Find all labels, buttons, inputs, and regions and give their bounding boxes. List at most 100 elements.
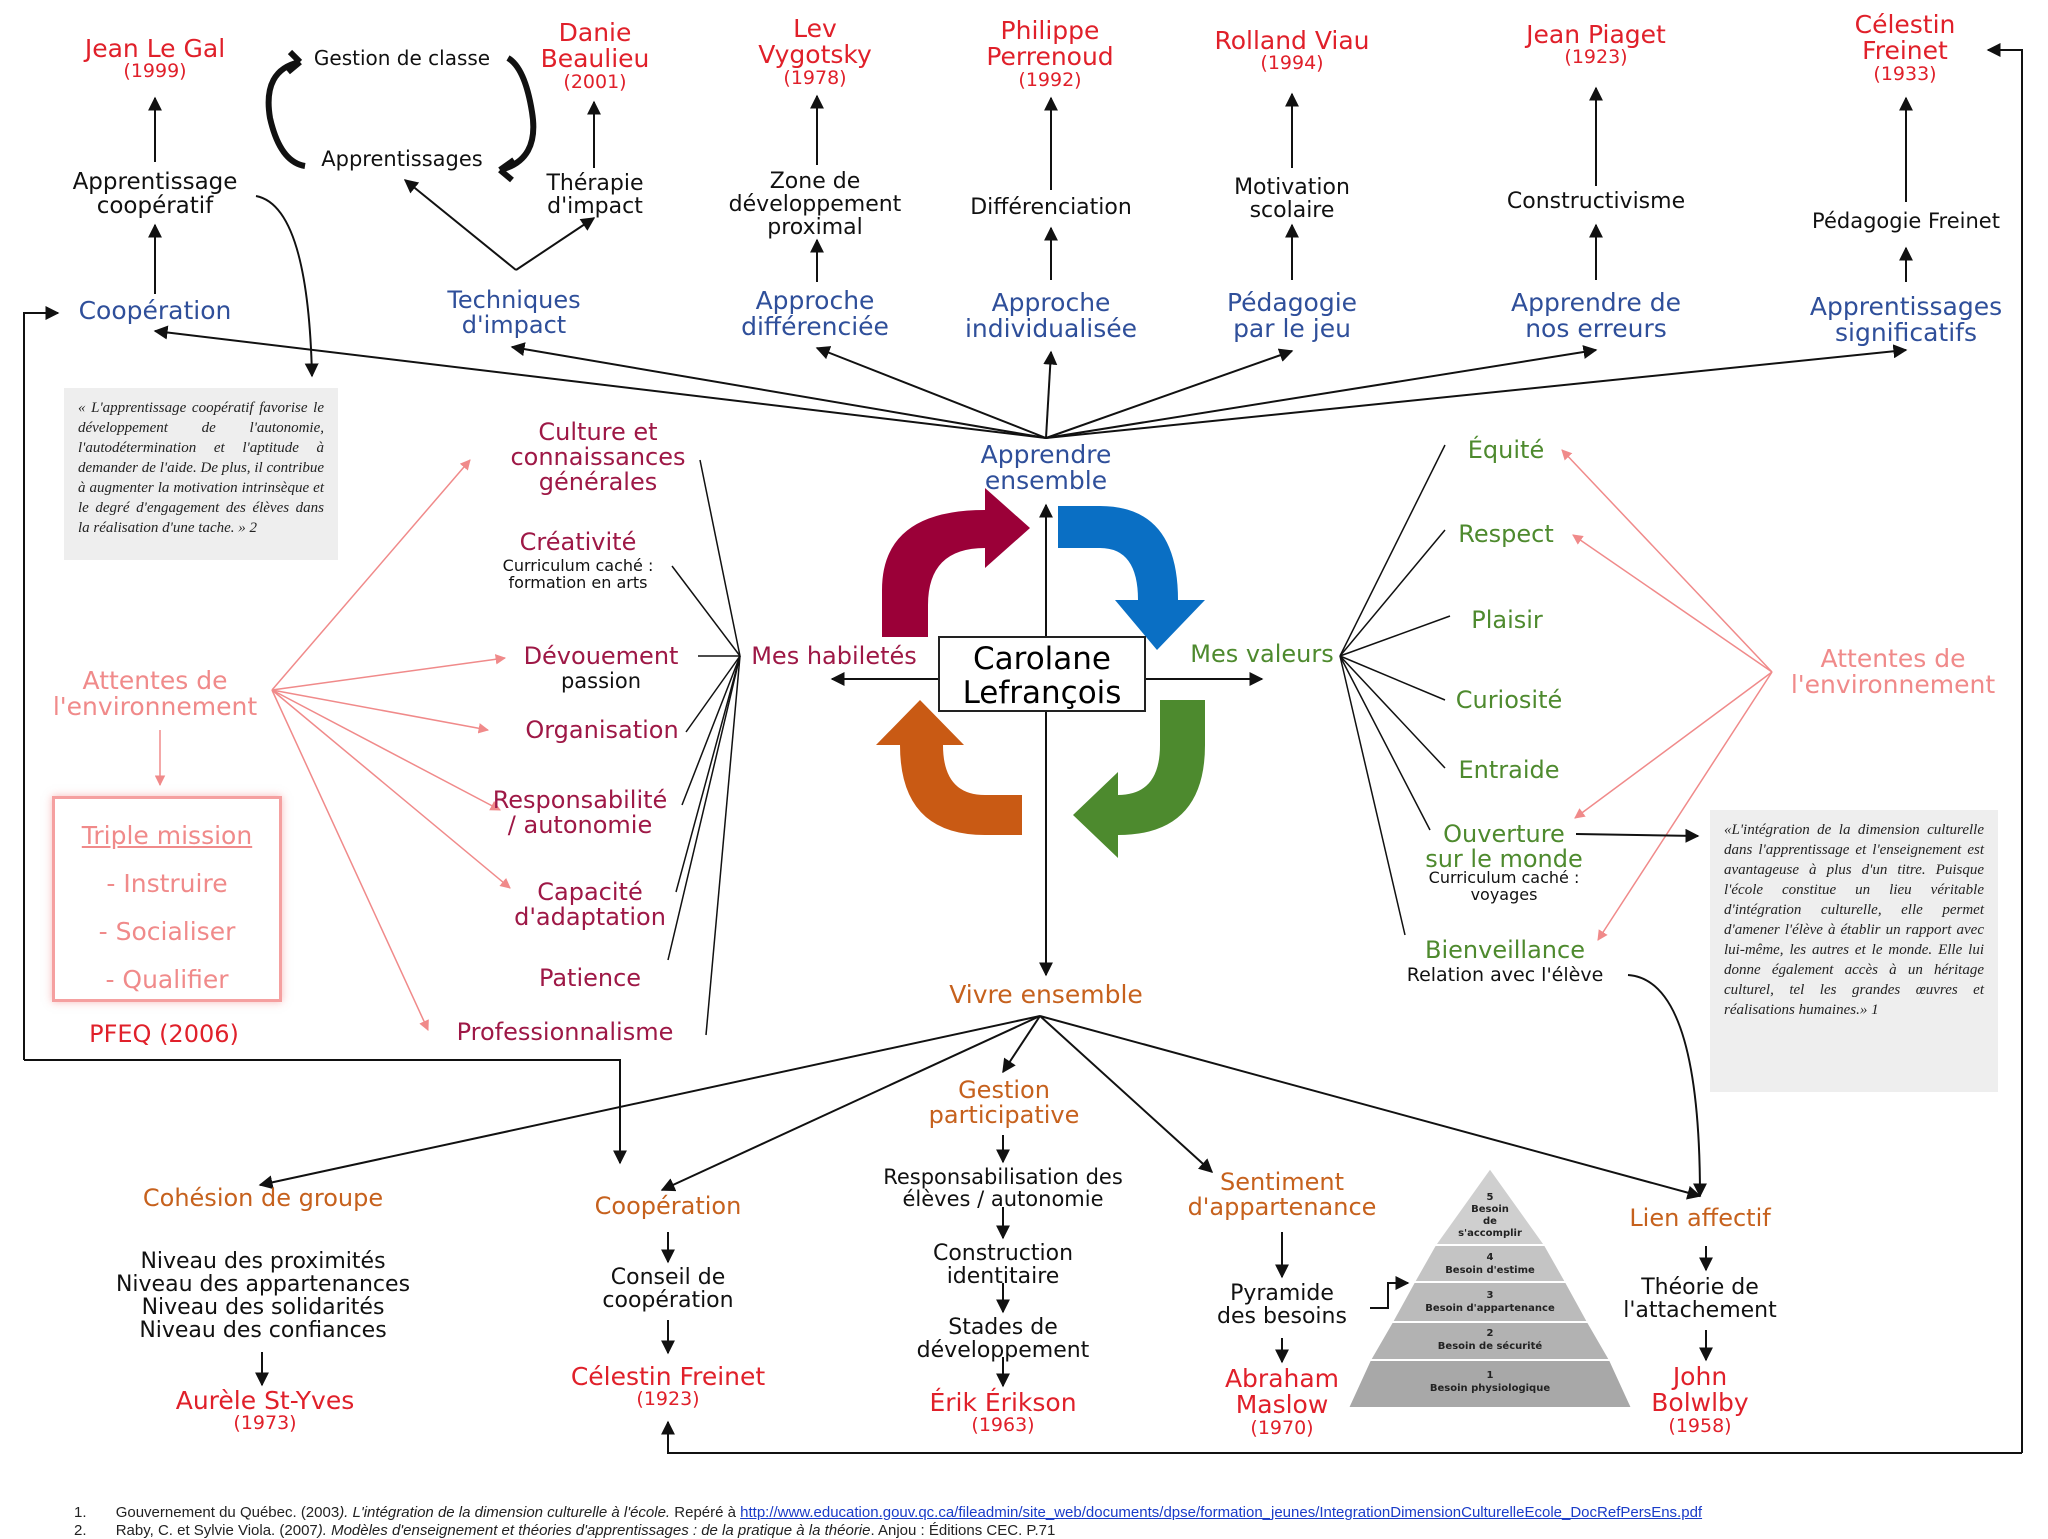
- reference-2: 2. Raby, C. et Sylvie Viola. (2007). Mod…: [74, 1522, 1055, 1539]
- concept-motivation-line1: Motivation: [1234, 175, 1350, 200]
- quote-connector: [255, 195, 319, 378]
- mission-socialize: - Socialiser: [98, 917, 236, 946]
- skill-patience: Patience: [538, 964, 642, 992]
- pyramid-level-5-c: s'accomplir: [1458, 1228, 1522, 1239]
- author-vygotsky-last: Vygotsky: [758, 40, 872, 70]
- participative-step-1-line1: Responsabilisation des: [883, 1165, 1123, 1189]
- hub-values: Mes valeurs: [1190, 640, 1334, 668]
- hub-skills: Mes habiletés: [751, 642, 917, 670]
- belonging-pyramid-label: Pyramide des besoins: [1192, 1282, 1372, 1328]
- center-name-first: Carolane: [972, 641, 1111, 677]
- approach-differentiated-line1: Approche: [755, 286, 875, 315]
- value-respect: Respect: [1458, 520, 1554, 548]
- approach-play-pedagogy-line1: Pédagogie: [1226, 288, 1358, 317]
- author-vygotsky-first: Lev: [793, 14, 837, 43]
- concept-zpd: Zone de développement proximal: [710, 170, 920, 239]
- participative-step-3-line1: Stades de: [948, 1315, 1058, 1340]
- author-st-yves: Aurèle St-Yves (1973): [140, 1387, 390, 1434]
- concept-freinet-pedagogy: Pédagogie Freinet: [1812, 209, 2000, 233]
- author-freinet-top: Célestin Freinet (1933): [1820, 11, 1990, 85]
- class-cycle: [265, 49, 537, 183]
- author-bowlby-year: (1958): [1668, 1414, 1732, 1437]
- approach-meaningful-learning-line2: significatifs: [1834, 318, 1978, 348]
- approach-play-pedagogy: Pédagogie par le jeu: [1202, 288, 1382, 344]
- concept-cooperative-learning-line2: coopératif: [96, 193, 214, 220]
- value-kindness-sub: Relation avec l'élève: [1406, 964, 1604, 986]
- concept-zpd-line2: développement: [728, 192, 902, 218]
- approach-meaningful-learning: Apprentissages significatifs: [1786, 292, 2026, 348]
- attachment-theory-line1: Théorie de: [1641, 1275, 1759, 1300]
- value-curiosity: Curiosité: [1455, 686, 1563, 714]
- author-viau: Rolland Viau (1994): [1192, 27, 1392, 74]
- expectations-right-line2: l'environnement: [1790, 670, 1996, 700]
- value-openness-sub: Curriculum caché : voyages: [1414, 868, 1594, 904]
- value-openness-sub-line1: Curriculum caché :: [1428, 868, 1580, 887]
- approach-impact-techniques-line1: Techniques: [447, 286, 581, 314]
- approach-meaningful-learning-line1: Apprentissages: [1809, 292, 2003, 321]
- author-freinet-top-year: (1933): [1873, 62, 1937, 85]
- approach-individualized-line2: individualisée: [964, 314, 1138, 344]
- concept-zpd-line1: Zone de: [769, 169, 861, 194]
- pyramid-connector: [1370, 1276, 1410, 1309]
- belonging-title-line2: d'appartenance: [1187, 1193, 1377, 1222]
- skill-adaptability: Capacité d'adaptation: [500, 879, 680, 930]
- approach-cooperation: Coopération: [78, 296, 232, 325]
- participative-title-line2: participative: [928, 1101, 1080, 1130]
- reference-1-link[interactable]: http://www.education.gouv.qc.ca/fileadmi…: [740, 1504, 1703, 1521]
- author-freinet-top-last: Freinet: [1862, 36, 1948, 66]
- maslow-pyramid: 5 Besoin de s'accomplir 4 Besoin d'estim…: [1346, 1166, 1634, 1409]
- author-bowlby: John Bolwlby (1958): [1610, 1363, 1790, 1437]
- mission-qualify: - Qualifier: [105, 965, 229, 994]
- value-openness-line1: Ouverture: [1443, 820, 1565, 848]
- skill-professionalism: Professionnalisme: [456, 1018, 674, 1046]
- cycle-arrow-blue: [1058, 506, 1205, 650]
- participative-step-2-line2: identitaire: [946, 1264, 1060, 1290]
- hub-learn-together-line2: ensemble: [984, 466, 1108, 496]
- cycle-arrow-orange: [876, 700, 1022, 835]
- cycle-class-management: Gestion de classe: [313, 46, 491, 70]
- mission-instruct: - Instruire: [106, 869, 228, 898]
- author-piaget-name: Jean Piaget: [1526, 20, 1666, 49]
- participative-step-3-line2: développement: [916, 1338, 1090, 1364]
- triple-mission-box: Triple mission - Instruire - Socialiser …: [52, 796, 282, 1002]
- skills-bracket: [667, 459, 741, 1036]
- concept-impact-therapy-line1: Thérapie: [546, 171, 644, 196]
- expectations-right-line1: Attentes de: [1820, 644, 1966, 673]
- center-axes: [830, 503, 1264, 977]
- kindness-connector: [1627, 974, 1707, 1198]
- skill-culture: Culture et connaissances générales: [478, 419, 718, 496]
- reference-1-title: ). L'intégration de la dimension culture…: [339, 1504, 671, 1521]
- author-freinet-bottom-year: (1923): [636, 1388, 700, 1411]
- cohesion-level-4: Niveau des confiances: [139, 1318, 387, 1344]
- author-beaulieu-last: Beaulieu: [540, 44, 650, 74]
- pyramid-level-3-label: Besoin d'appartenance: [1425, 1303, 1555, 1314]
- approach-play-pedagogy-line2: par le jeu: [1233, 314, 1351, 344]
- author-freinet-bottom-name: Célestin Freinet: [570, 1362, 766, 1391]
- pyramid-level-1-label: Besoin physiologique: [1430, 1383, 1550, 1394]
- author-vygotsky: Lev Vygotsky (1978): [730, 14, 900, 88]
- cycle-arrow-green: [1073, 700, 1205, 858]
- outer-loops: [23, 43, 2023, 1454]
- skill-creativity: Créativité: [519, 528, 637, 556]
- expectations-left-line1: Attentes de: [82, 666, 228, 695]
- author-erikson-year: (1963): [971, 1414, 1035, 1437]
- value-mutual-aid: Entraide: [1458, 756, 1560, 784]
- participative-step-1-line2: élèves / autonomie: [902, 1187, 1104, 1212]
- approach-learn-from-mistakes-line2: nos erreurs: [1525, 314, 1667, 344]
- concept-zpd-line3: proximal: [767, 215, 863, 241]
- concept-cooperative-learning-line1: Apprentissage: [72, 169, 238, 195]
- quote-cultural-dimension: «L'intégration de la dimension culturell…: [1710, 810, 1998, 1092]
- concept-impact-therapy-line2: d'impact: [547, 194, 643, 220]
- belonging-title-line1: Sentiment: [1219, 1168, 1345, 1196]
- bottom-affection-title: Lien affectif: [1629, 1204, 1771, 1232]
- pyramid-level-2-num: 2: [1487, 1328, 1494, 1339]
- center-name-last: Lefrançois: [962, 675, 1122, 711]
- author-beaulieu-first: Danie: [558, 18, 632, 47]
- belonging-pyramid-line1: Pyramide: [1230, 1281, 1334, 1306]
- approach-individualized: Approche individualisée: [940, 289, 1162, 344]
- bottom-participative-title: Gestion participative: [904, 1077, 1104, 1130]
- author-piaget-year: (1923): [1564, 46, 1628, 69]
- skill-devotion-sub: passion: [560, 669, 642, 693]
- skill-responsibility-line1: Responsabilité: [492, 786, 668, 814]
